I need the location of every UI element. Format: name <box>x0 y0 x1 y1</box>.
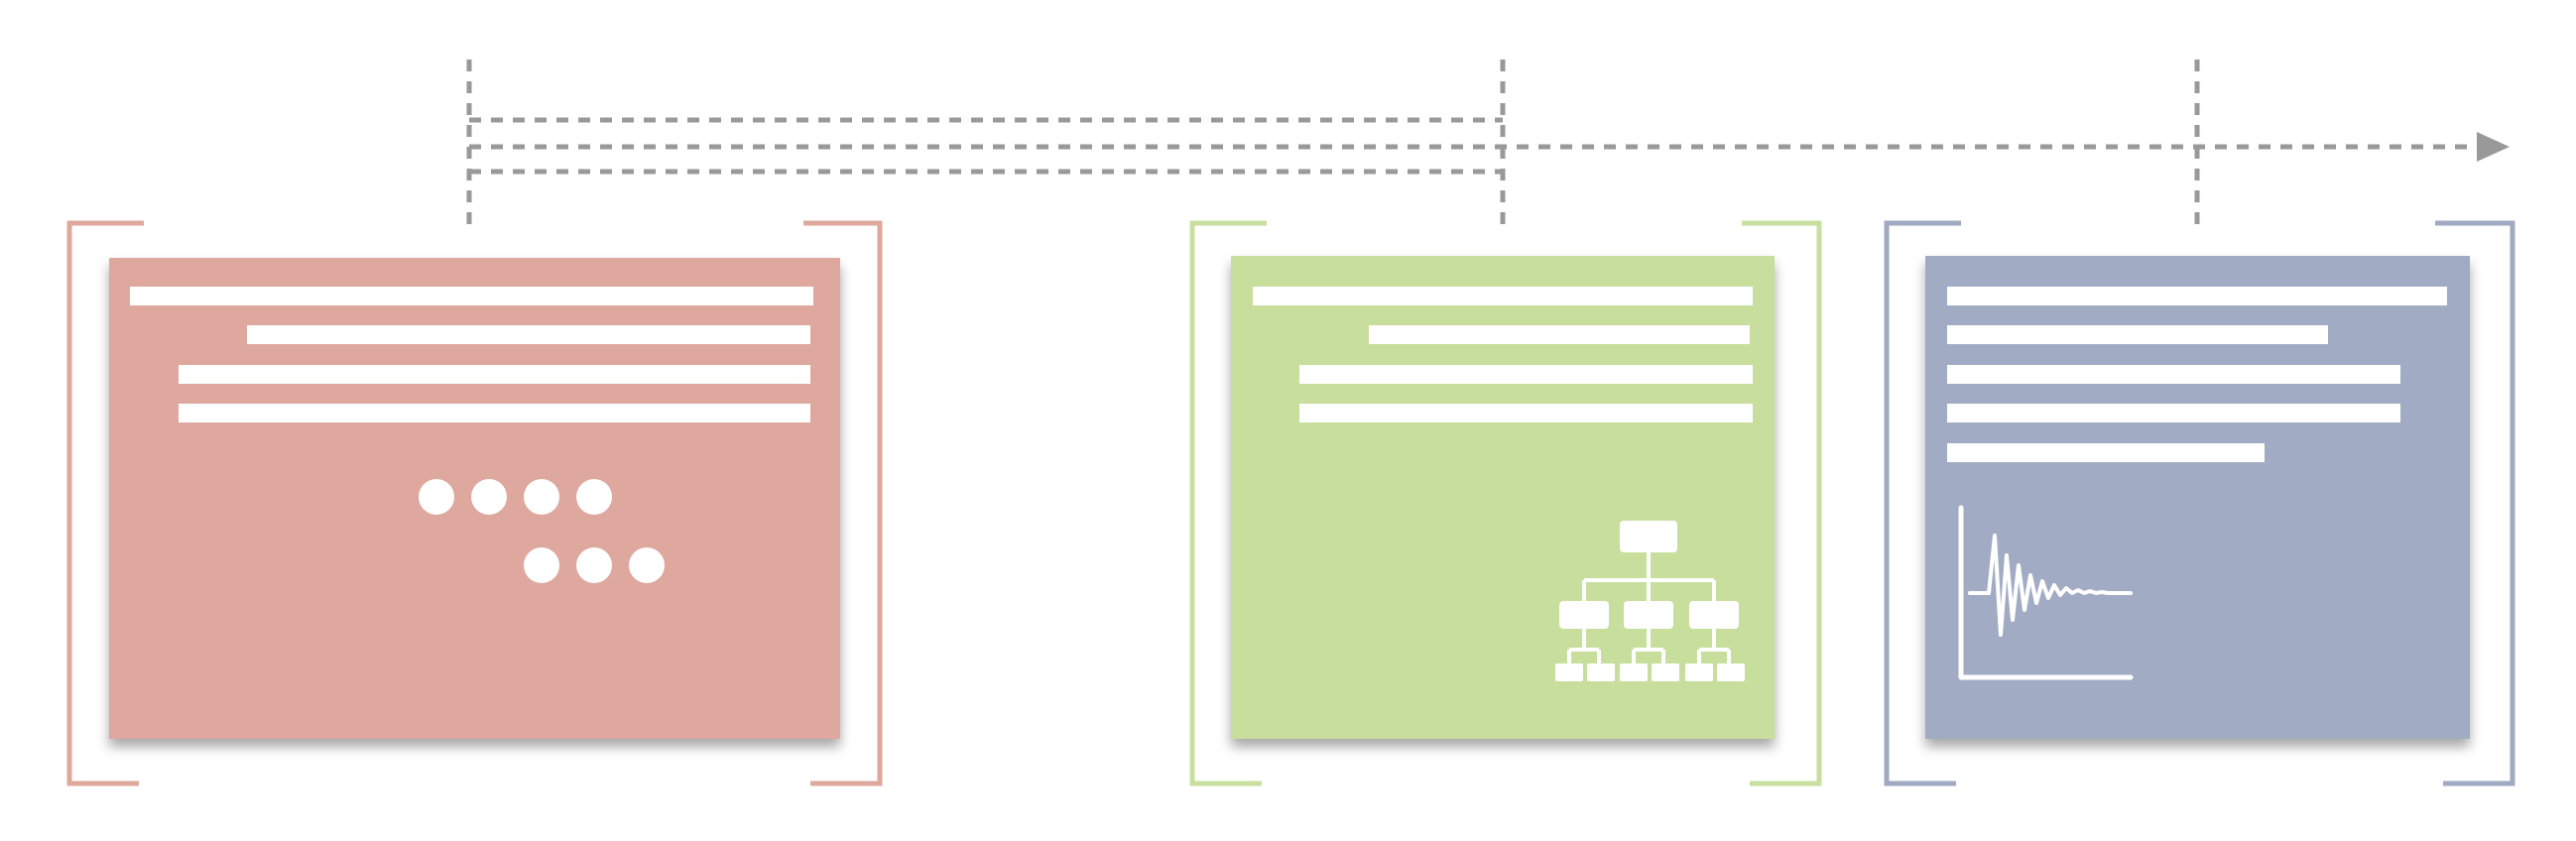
card-middle-text-lines <box>1253 287 1753 422</box>
plot-axes <box>1958 505 2134 680</box>
text-line <box>1947 443 2265 462</box>
dot <box>576 479 612 515</box>
text-line <box>1299 404 1753 422</box>
card-right-bracket-right <box>2435 220 2515 786</box>
card-middle <box>1189 220 1822 786</box>
card-right-text-lines <box>1947 287 2447 462</box>
text-line <box>1253 287 1753 305</box>
card-left-bracket-right <box>803 220 883 786</box>
text-line <box>1369 325 1750 344</box>
text-line <box>247 325 810 344</box>
card-left-text-lines <box>130 287 813 422</box>
text-line <box>1947 325 2328 344</box>
dots-cluster-icon <box>419 479 665 583</box>
text-line <box>130 287 813 305</box>
text-line <box>179 404 810 422</box>
dot <box>471 479 507 515</box>
timeline <box>466 60 2480 233</box>
timeline-arrowhead-icon <box>2477 132 2510 162</box>
dot <box>629 547 665 583</box>
text-line <box>179 365 810 384</box>
dot <box>576 547 612 583</box>
card-right-bracket-left <box>1884 220 1961 786</box>
hierarchy-tree-icon <box>1555 521 1745 681</box>
dot <box>419 479 454 515</box>
damped-oscillation-plot-icon <box>1958 505 2134 680</box>
dot <box>524 547 559 583</box>
text-line <box>1947 404 2400 422</box>
text-line <box>1947 287 2447 305</box>
card-right <box>1884 220 2515 786</box>
text-line <box>1947 365 2400 384</box>
card-middle-bracket-right <box>1742 220 1822 786</box>
card-left-bracket-left <box>66 220 144 786</box>
plot-signal <box>1968 534 2133 637</box>
dot <box>524 479 559 515</box>
text-line <box>1299 365 1753 384</box>
card-left <box>66 220 883 786</box>
card-middle-bracket-left <box>1189 220 1267 786</box>
